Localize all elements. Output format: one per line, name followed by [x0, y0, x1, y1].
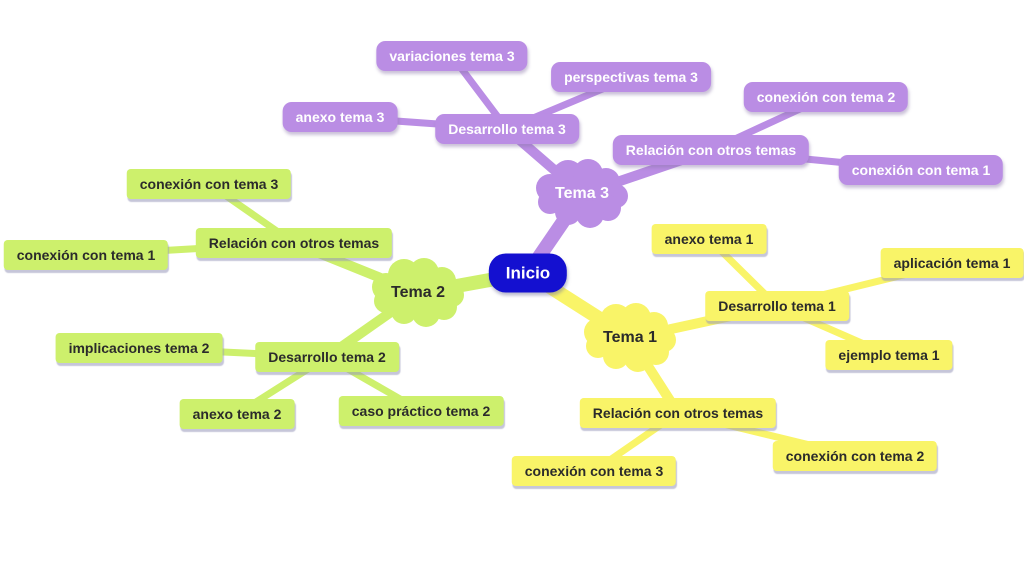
node-eje1[interactable]: ejemplo tema 1	[825, 340, 953, 370]
node-caso2[interactable]: caso práctico tema 2	[338, 396, 504, 426]
node-anx3[interactable]: anexo tema 3	[282, 102, 398, 132]
node-des2[interactable]: Desarrollo tema 2	[255, 342, 399, 372]
node-per3[interactable]: perspectivas tema 3	[551, 62, 711, 92]
node-apl1[interactable]: aplicación tema 1	[880, 248, 1024, 278]
node-var3[interactable]: variaciones tema 3	[376, 41, 528, 71]
node-cx1t2[interactable]: conexión con tema 2	[772, 441, 938, 471]
node-cx2t1[interactable]: conexión con tema 1	[3, 240, 169, 270]
node-inicio[interactable]: Inicio	[488, 253, 568, 293]
node-cx1t3[interactable]: conexión con tema 3	[511, 456, 677, 486]
node-rel2[interactable]: Relación con otros temas	[195, 228, 393, 258]
node-cx3t1[interactable]: conexión con tema 1	[838, 155, 1004, 185]
node-anx2[interactable]: anexo tema 2	[179, 399, 295, 429]
node-cx2t3[interactable]: conexión con tema 3	[126, 169, 292, 199]
node-anx1[interactable]: anexo tema 1	[651, 224, 767, 254]
node-des3[interactable]: Desarrollo tema 3	[435, 114, 579, 144]
node-rel3[interactable]: Relación con otros temas	[612, 135, 810, 165]
node-imp2[interactable]: implicaciones tema 2	[55, 333, 223, 363]
node-cx3t2[interactable]: conexión con tema 2	[743, 82, 909, 112]
node-des1[interactable]: Desarrollo tema 1	[705, 291, 849, 321]
node-rel1[interactable]: Relación con otros temas	[579, 398, 777, 428]
